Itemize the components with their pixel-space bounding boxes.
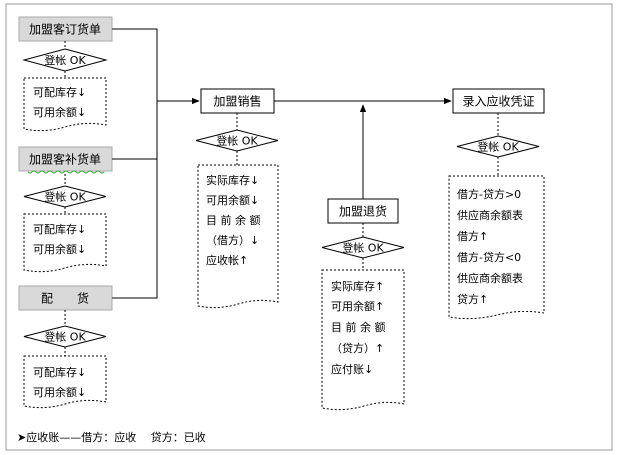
connector <box>112 28 158 299</box>
returns-line-4: （贷方）↑ <box>331 341 384 355</box>
posting-ok-label: 登帐 OK <box>44 53 86 67</box>
voucher-line-1: 借方-贷方>0 <box>457 187 521 201</box>
posting-ok-label: 登帐 OK <box>477 140 519 154</box>
sales-title: 加盟销售 <box>213 94 261 109</box>
posting-ok-label: 登帐 OK <box>44 190 86 204</box>
posting-ok-label: 登帐 OK <box>44 330 86 344</box>
footnote: ➤应收账——借方：应收 贷方：已收 <box>17 430 206 444</box>
returns-line-2: 可用余额↑ <box>331 299 384 313</box>
voucher-line-6: 贷方↑ <box>457 292 488 306</box>
allocation-title: 配 货 <box>41 291 89 306</box>
replenish-form-line-1: 可配库存↓ <box>33 222 86 236</box>
sales-line-4: （借方）↓ <box>206 233 259 247</box>
replenish-form-box <box>18 146 113 172</box>
order-form-line-1: 可配库存↓ <box>33 85 86 99</box>
returns-doc <box>321 269 405 411</box>
sales-line-2: 可用余额↓ <box>206 193 259 207</box>
returns-line-3: 目 前 余 额 <box>331 320 386 334</box>
sales-line-5: 应收帐↑ <box>206 253 248 267</box>
sales-doc <box>197 164 279 309</box>
replenish-form-doc <box>23 213 107 273</box>
returns-line-5: 应付账↓ <box>331 362 373 376</box>
replenish-form-line-2: 可用余额↓ <box>33 242 86 256</box>
voucher-line-3: 借方↑ <box>457 229 488 243</box>
sales-line-1: 实际库存↓ <box>206 173 259 187</box>
voucher-line-4: 借方-贷方<0 <box>457 250 521 264</box>
voucher-line-2: 供应商余额表 <box>457 208 523 222</box>
order-form-title: 加盟客订货单 <box>29 22 101 37</box>
order-form-line-2: 可用余额↓ <box>33 105 86 119</box>
replenish-form-title: 加盟客补货单 <box>29 152 101 167</box>
returns-line-1: 实际库存↑ <box>331 279 384 293</box>
voucher-line-5: 供应商余额表 <box>457 271 523 285</box>
sales-box <box>200 88 275 114</box>
allocation-line-2: 可用余额↓ <box>33 385 86 399</box>
voucher-doc <box>448 175 545 320</box>
outer-frame <box>5 3 613 451</box>
posting-ok-label: 登帐 OK <box>342 241 384 255</box>
sales-line-3: 目 前 余 额 <box>206 213 261 227</box>
allocation-doc <box>23 355 107 409</box>
allocation-line-1: 可配库存↓ <box>33 365 86 379</box>
allocation-box <box>18 285 113 311</box>
returns-title: 加盟退货 <box>339 204 387 219</box>
returns-box <box>327 198 399 224</box>
posting-ok-label: 登帐 OK <box>216 134 258 148</box>
order-form-doc <box>23 77 107 132</box>
voucher-title: 录入应收凭证 <box>462 94 534 109</box>
spellcheck-underline <box>27 170 105 174</box>
